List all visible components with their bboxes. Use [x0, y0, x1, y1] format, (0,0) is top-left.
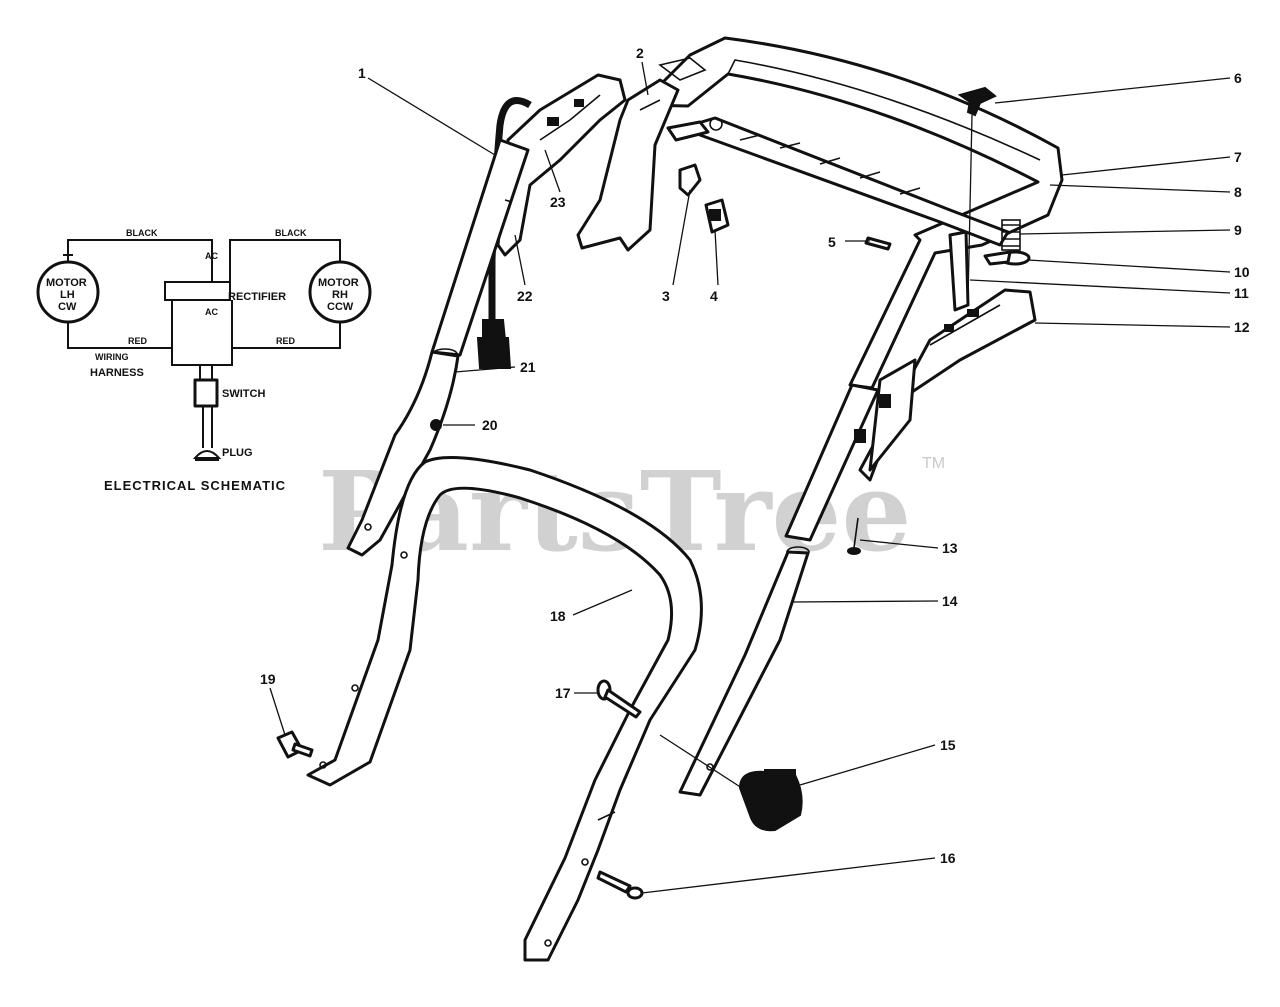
callout-3: 3	[662, 288, 670, 304]
callout-8: 8	[1234, 184, 1242, 200]
harness-label-1: WIRING	[95, 352, 129, 362]
washer	[983, 250, 1031, 266]
callout-18: 18	[550, 608, 566, 624]
callout-11: 11	[1234, 285, 1249, 301]
motor-lh-label-3: CW	[58, 301, 77, 313]
switch-label: SWITCH	[222, 388, 265, 400]
right-lower-tube	[678, 546, 810, 797]
callout-5: 5	[828, 234, 836, 250]
screw	[847, 517, 861, 555]
callout-16: 16	[940, 850, 956, 866]
callout-14: 14	[942, 593, 958, 609]
control-bar	[666, 116, 1010, 247]
pin	[864, 236, 892, 251]
callout-23: 23	[550, 194, 566, 210]
electrical-schematic: MOTOR LH CW MOTOR RH CCW AC AC BLACK BLA…	[36, 228, 372, 493]
bracket	[948, 230, 970, 312]
callout-19: 19	[260, 671, 276, 687]
callout-15: 15	[940, 737, 956, 753]
callout-21: 21	[520, 359, 536, 375]
callout-7: 7	[1234, 149, 1242, 165]
bolt-left	[276, 730, 314, 759]
wire-black-left: BLACK	[126, 228, 158, 238]
plug-label: PLUG	[222, 447, 253, 459]
upper-handle	[638, 36, 1064, 390]
bolt-lower	[596, 870, 644, 900]
wire-red-right: RED	[276, 336, 296, 346]
schematic-ac-top: AC	[205, 251, 218, 261]
carriage-bolt	[596, 679, 642, 719]
motor-rh-label-2: RH	[332, 289, 348, 301]
callout-numbers: 1 2 3 4 5 6 7 8 9 10 11 12 13 14 15 16 1…	[260, 45, 1250, 866]
right-middle-tube	[784, 383, 880, 542]
callout-20: 20	[482, 417, 498, 433]
motor-rh-label-3: CCW	[327, 301, 354, 313]
callout-2: 2	[636, 45, 644, 61]
callout-13: 13	[942, 540, 958, 556]
switch-block	[704, 198, 730, 234]
callout-4: 4	[710, 288, 718, 304]
leader-lines	[269, 61, 1231, 894]
motor-lh-label-1: MOTOR	[46, 277, 87, 289]
left-grip-channel	[496, 73, 627, 257]
wire-black-right: BLACK	[275, 228, 307, 238]
switch-symbol	[193, 378, 219, 408]
cover-piece-left	[576, 78, 680, 252]
nut	[430, 419, 442, 431]
lower-knob	[659, 734, 803, 832]
callout-9: 9	[1234, 222, 1242, 238]
callout-6: 6	[1234, 70, 1242, 86]
spring	[1001, 219, 1021, 251]
schematic-ac-bottom: AC	[205, 307, 218, 317]
callout-22: 22	[517, 288, 533, 304]
motor-lh-label-2: LH	[60, 289, 75, 301]
left-upper-tube	[430, 138, 530, 357]
motor-rh-label-1: MOTOR	[318, 277, 359, 289]
schematic-title: ELECTRICAL SCHEMATIC	[104, 478, 286, 493]
handle-knob	[957, 86, 997, 301]
callout-17: 17	[555, 685, 571, 701]
callout-1: 1	[358, 65, 366, 81]
switch-actuator	[678, 163, 702, 197]
callout-10: 10	[1234, 264, 1250, 280]
rectifier-label: RECTIFIER	[228, 291, 286, 303]
lower-u-handle	[306, 456, 703, 962]
wire-red-left: RED	[128, 336, 148, 346]
watermark-trademark: TM	[922, 455, 945, 472]
left-middle-tube	[346, 348, 460, 557]
right-grip-channel	[854, 288, 1037, 482]
callout-12: 12	[1234, 319, 1250, 335]
harness-label-2: HARNESS	[90, 367, 144, 379]
